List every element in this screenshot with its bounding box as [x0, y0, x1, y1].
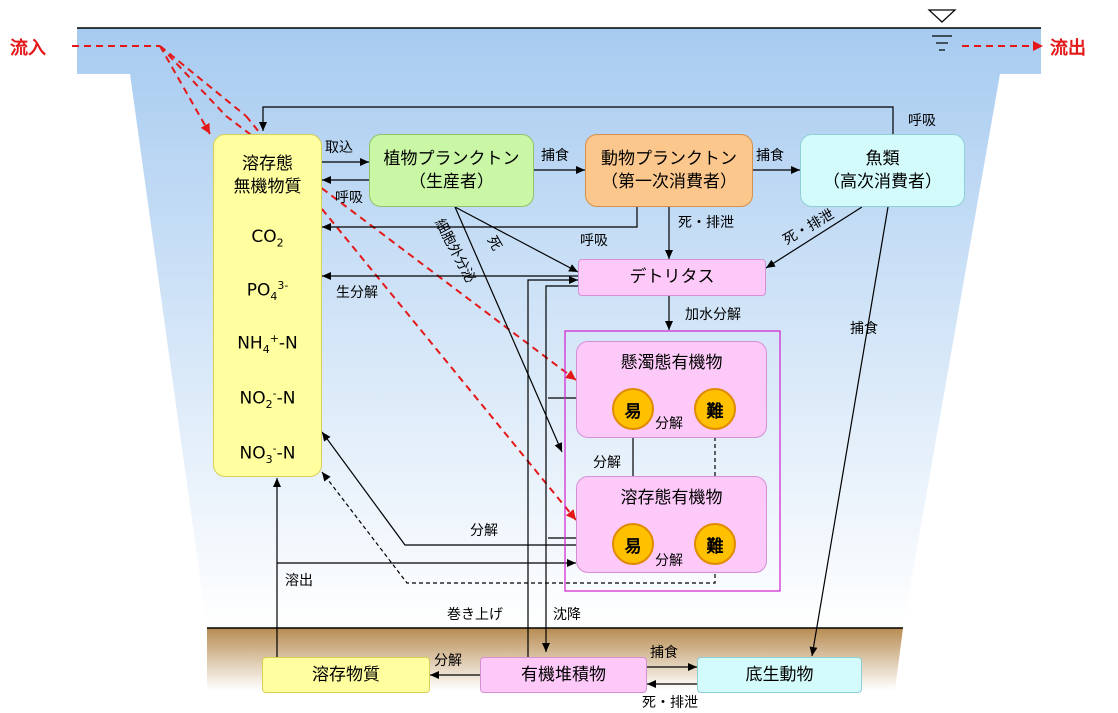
outflow-label: 流出: [1050, 38, 1086, 59]
benthos-box: 底生動物: [697, 657, 862, 693]
label-predation-zoo: 捕食: [541, 148, 569, 164]
label-respiration-zoo: 呼吸: [580, 233, 608, 249]
label-predation-fish-benthos: 捕食: [850, 321, 878, 337]
label-decomp-to-inorganic: 分解: [470, 523, 498, 539]
label-respiration-phyto: 呼吸: [335, 190, 363, 206]
inorganic-title-line1: 溶存態: [242, 154, 293, 174]
label-predation-benthos: 捕食: [650, 645, 678, 661]
phyto-subtitle: （生産者）: [409, 171, 494, 192]
hard-dissolved-circle: 難: [694, 523, 736, 565]
label-decomp-sediment: 分解: [434, 653, 462, 669]
dissolved-organic-title: 溶存態有機物: [620, 488, 723, 508]
zoo-subtitle: （第一次消費者）: [601, 171, 737, 192]
detritus-title: デトリタス: [629, 267, 715, 288]
label-respiration-fish: 呼吸: [908, 113, 936, 129]
chem-no2: NO2--N: [239, 386, 296, 411]
hard-suspended-circle: 難: [694, 388, 736, 430]
label-sedimentation: 沈降: [553, 607, 581, 623]
fish-box: 魚類 （高次消費者）: [800, 134, 965, 207]
dissolved-matter-box: 溶存物質: [262, 657, 430, 693]
zoo-title: 動物プランクトン: [601, 148, 737, 169]
chem-co2: CO2: [251, 227, 284, 250]
dissolved-matter-title: 溶存物質: [312, 664, 380, 685]
phyto-title: 植物プランクトン: [383, 148, 520, 169]
phytoplankton-box: 植物プランクトン （生産者）: [369, 134, 534, 207]
detritus-box: デトリタス: [578, 259, 766, 296]
respiration-loop: [259, 106, 894, 137]
fish-title: 魚類: [865, 148, 900, 169]
benthos-title: 底生動物: [745, 664, 814, 685]
label-elution: 溶出: [285, 573, 313, 589]
label-predation-fish: 捕食: [756, 148, 784, 164]
organic-matter-frame: [564, 330, 781, 592]
sediment-box: 有機堆積物: [480, 657, 647, 693]
label-decomp-vertical: 分解: [593, 455, 621, 471]
easy-dissolved-circle: 易: [612, 523, 654, 565]
label-resuspension: 巻き上げ: [447, 607, 503, 623]
suspended-title: 懸濁態有機物: [620, 353, 723, 373]
fish-subtitle: （高次消費者）: [823, 171, 942, 192]
chem-nh4: NH4+-N: [237, 331, 298, 356]
inorganic-title-line2: 無機物質: [233, 176, 302, 197]
label-biodegradation: 生分解: [336, 285, 378, 301]
label-death-excretion-zoo: 死・排泄: [678, 215, 734, 231]
chem-po4: PO43-: [246, 278, 289, 303]
dissolved-organic-box: 溶存態有機物: [576, 476, 767, 573]
suspended-organic-box: 懸濁態有機物: [576, 341, 767, 438]
label-hydrolysis: 加水分解: [685, 307, 741, 323]
chem-no3: NO3--N: [239, 441, 296, 466]
label-uptake: 取込: [325, 140, 353, 156]
dissolved-inorganic-box: 溶存態 無機物質 CO2 PO43- NH4+-N NO2--N NO3--N: [213, 134, 322, 477]
inflow-label: 流入: [10, 38, 46, 59]
label-decomp-dissolved: 分解: [655, 553, 683, 569]
easy-suspended-circle: 易: [612, 388, 654, 430]
zooplankton-box: 動物プランクトン （第一次消費者）: [585, 134, 753, 207]
label-decomp-susp: 分解: [655, 416, 683, 432]
water-level-icon: [927, 9, 957, 51]
label-death-excretion-benthos: 死・排泄: [642, 695, 698, 711]
sediment-title: 有機堆積物: [521, 664, 606, 685]
